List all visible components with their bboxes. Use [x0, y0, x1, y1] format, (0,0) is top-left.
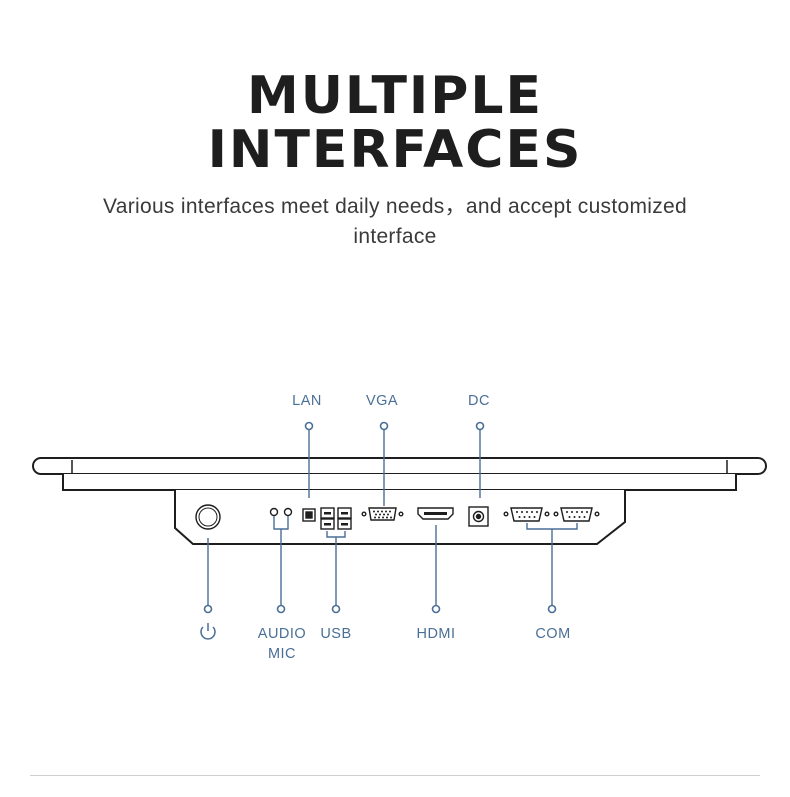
hdmi-port — [417, 507, 454, 520]
label-dc: DC — [468, 393, 490, 409]
title-line-1: MULTIPLE — [246, 66, 544, 126]
label-lan: LAN — [292, 393, 322, 409]
lan-port — [302, 508, 316, 522]
vga-port — [361, 507, 404, 521]
label-hdmi: HDMI — [416, 626, 455, 642]
bezel-frame — [62, 474, 737, 491]
port-housing — [174, 490, 626, 545]
audio-jack — [269, 507, 279, 517]
callout-dots — [203, 421, 557, 614]
usb-ports — [320, 507, 352, 530]
title-line-2: INTERFACES — [207, 120, 583, 180]
device-outline — [32, 457, 767, 545]
footer-divider — [30, 775, 760, 776]
power-icon — [200, 623, 216, 640]
com-port-2 — [553, 507, 600, 522]
bezel-top — [32, 457, 767, 475]
subtitle: Various interfaces meet daily needs，and … — [102, 195, 687, 248]
callout-lines — [207, 430, 578, 605]
label-usb: USB — [320, 626, 351, 642]
label-com: COM — [535, 626, 570, 642]
power-button — [195, 504, 221, 530]
ports — [195, 504, 600, 530]
com-leader — [526, 523, 578, 605]
label-mic: MIC — [268, 646, 296, 662]
dc-port — [468, 506, 489, 527]
label-audio: AUDIO — [258, 626, 306, 642]
mic-jack — [283, 507, 293, 517]
label-vga: VGA — [366, 393, 398, 409]
audio-mic-leader — [273, 516, 289, 605]
usb-leader — [326, 531, 346, 605]
com-port-1 — [503, 507, 550, 522]
